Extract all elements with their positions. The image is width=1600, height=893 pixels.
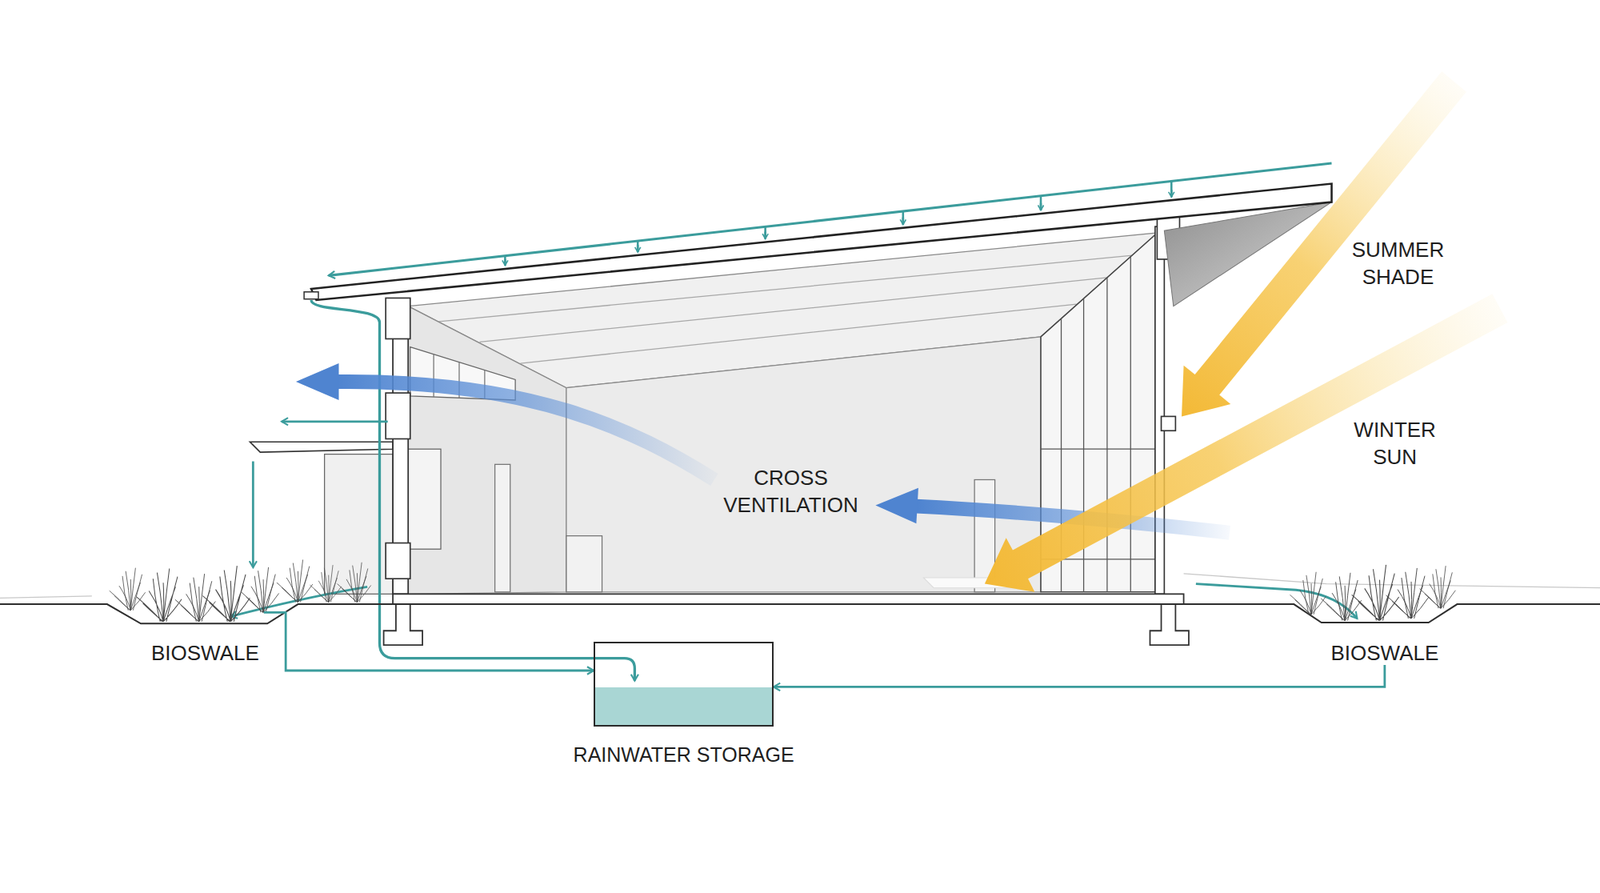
grass-tuft (109, 568, 146, 611)
door (495, 464, 511, 592)
rain-tick-head (636, 244, 640, 252)
rain-tick-head (764, 232, 767, 240)
downpipe (311, 300, 635, 681)
annex-roof-flow (281, 420, 388, 423)
grass-tuft (240, 567, 280, 612)
back-wall (566, 336, 1041, 592)
annex-roof (249, 441, 393, 452)
airflow-head (875, 488, 919, 524)
storage-tank: RAINWATER STORAGE (593, 641, 773, 727)
swale-inflow (1196, 584, 1358, 619)
side-wall-face (408, 306, 567, 595)
terrain-line (0, 596, 92, 599)
annex-wall (324, 454, 393, 595)
swale-spacer (151, 584, 260, 641)
annex-drip-flow (252, 461, 255, 568)
side-window (408, 448, 441, 549)
grass-tuft (1386, 568, 1429, 619)
floor-slab (392, 593, 1184, 604)
rain-tick-head (504, 259, 507, 266)
ground-line (0, 604, 1600, 624)
section-drawing (0, 71, 1600, 680)
swale-label: BIOSWALE (151, 640, 260, 665)
footing (384, 604, 423, 645)
rain-tick-head (902, 217, 905, 225)
connector-group (264, 612, 1385, 687)
bioswale-zone: BIOSWALE (146, 584, 264, 665)
swale-spacer (1330, 584, 1439, 641)
door (566, 536, 603, 592)
water-flow-connector (773, 664, 1385, 687)
louver-box (385, 297, 411, 339)
grass-tuft (1289, 572, 1326, 615)
callout-label: SUMMER SHADE (1352, 236, 1445, 291)
grass-tuft (1419, 565, 1456, 608)
airflow-arrow (336, 381, 715, 480)
sun-ray (984, 293, 1508, 592)
grass-tuft (1352, 564, 1400, 621)
grass-tuft (175, 573, 216, 622)
footing (1149, 604, 1188, 645)
rain-ticks (504, 181, 1172, 266)
grass-tuft (136, 568, 182, 621)
grass-tuft (337, 562, 372, 603)
callout-label: WINTER SUN (1353, 416, 1436, 471)
rain-flow-line (328, 163, 1332, 276)
callout-label: CROSS VENTILATION (723, 464, 859, 519)
louver-box (385, 392, 411, 439)
grass-tuft (276, 559, 313, 602)
gutter (304, 292, 319, 300)
rain-tick-head (1040, 203, 1043, 211)
rain-tick-head (1170, 189, 1173, 197)
water-flow-connector (264, 612, 595, 671)
bioswale-zone: BIOSWALE (1325, 584, 1444, 665)
stored-water (595, 687, 772, 725)
louver-box (385, 543, 411, 580)
tank-label: RAINWATER STORAGE (573, 742, 795, 767)
airflow-head (296, 363, 340, 400)
right-column (1155, 226, 1164, 594)
shade-bracket (1161, 416, 1176, 431)
swale-label: BIOSWALE (1330, 640, 1439, 665)
grass-tuft (1320, 572, 1362, 621)
roof (311, 184, 1332, 300)
grass-tuft (309, 564, 341, 602)
